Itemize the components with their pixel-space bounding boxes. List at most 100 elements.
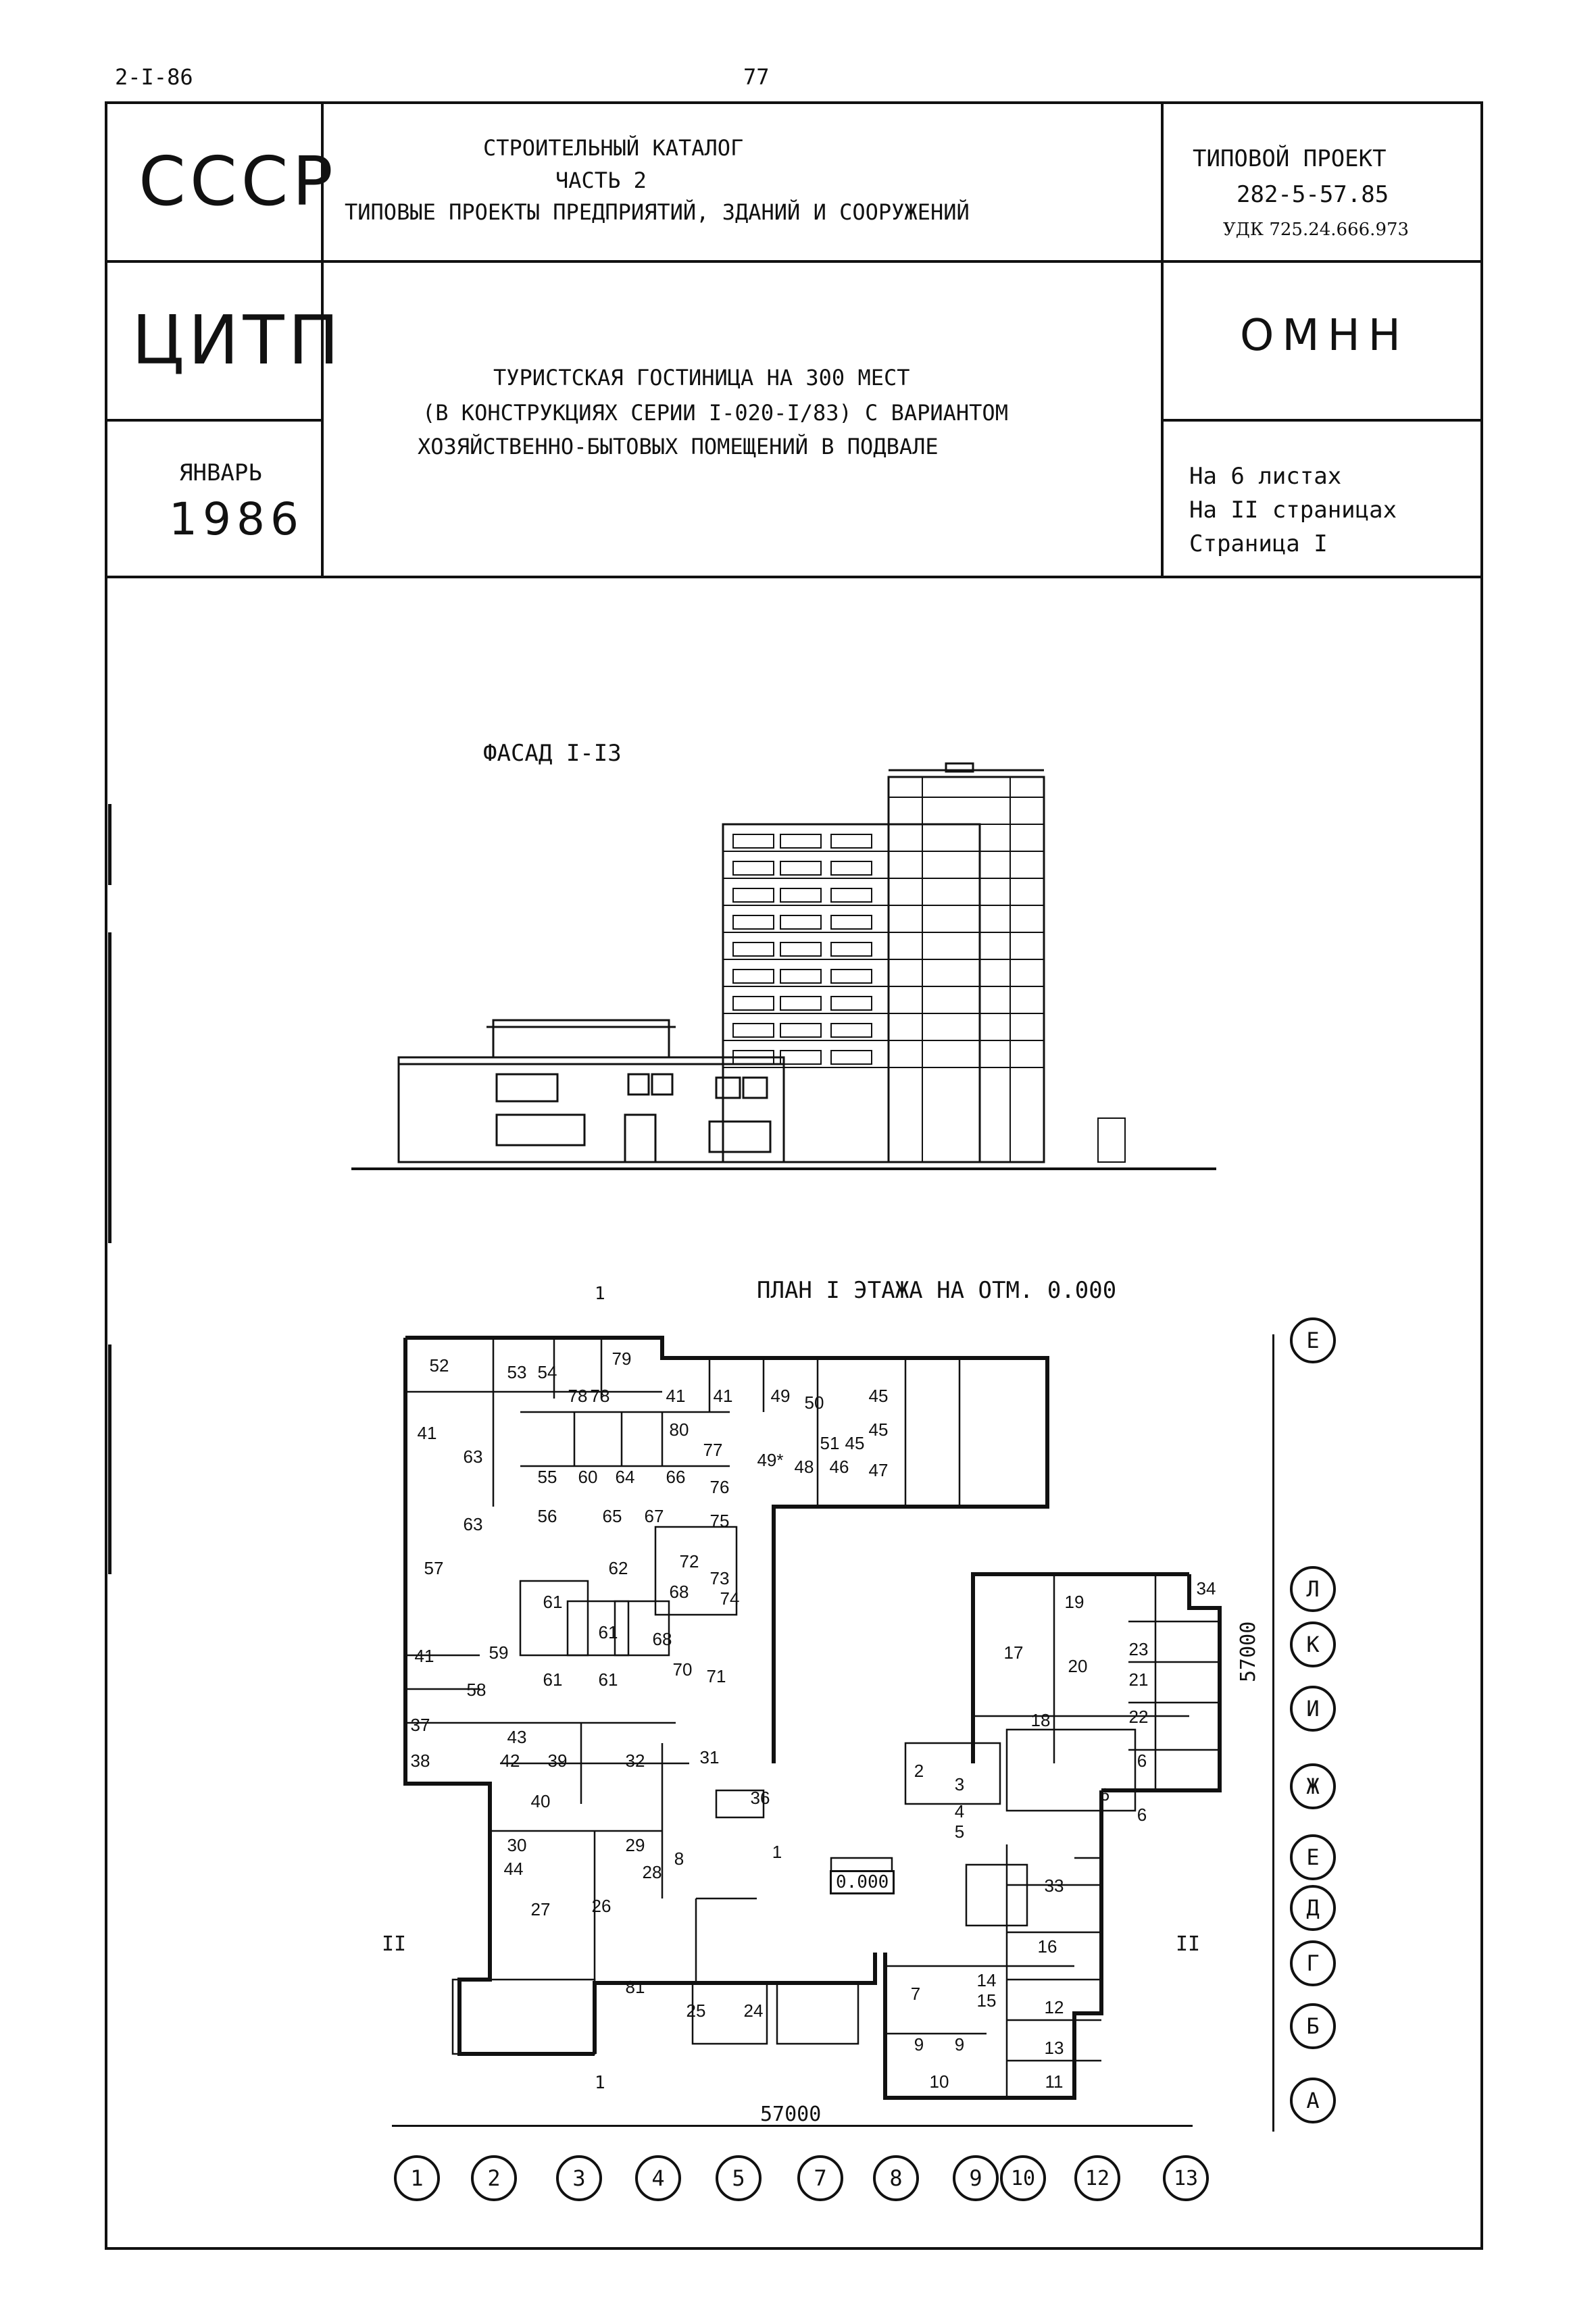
catalog-line1: СТРОИТЕЛЬНЫЙ КАТАЛОГ bbox=[483, 135, 744, 161]
ussr-label: СССР bbox=[139, 142, 337, 221]
room-label: 72 bbox=[680, 1551, 699, 1571]
section-mark-right: II bbox=[1176, 1932, 1201, 1956]
header-divider-h4 bbox=[105, 576, 1483, 578]
axis-x-bubble-3: 3 bbox=[556, 2155, 602, 2201]
plan-title: ПЛАН I ЭТАЖА НА ОТМ. 0.000 bbox=[757, 1277, 1117, 1304]
axis-y-bubble-e-top: Е bbox=[1290, 1317, 1336, 1363]
room-label: 49* bbox=[757, 1450, 783, 1470]
project-number: 282-5-57.85 bbox=[1237, 181, 1389, 208]
room-label: 58 bbox=[467, 1680, 487, 1700]
section-mark-bottom: 1 bbox=[595, 2073, 605, 2093]
room-label: 80 bbox=[670, 1419, 689, 1440]
edge-mark-1 bbox=[108, 804, 111, 885]
room-label: 78 bbox=[591, 1386, 610, 1406]
project-title-line3: ХОЗЯЙСТВЕННО-БЫТОВЫХ ПОМЕЩЕНИЙ В ПОДВАЛЕ bbox=[418, 434, 939, 459]
room-label: 22 bbox=[1129, 1707, 1149, 1727]
room-label: 63 bbox=[464, 1447, 483, 1467]
axis-y-bubble-zh: Ж bbox=[1290, 1763, 1336, 1809]
room-label: 47 bbox=[869, 1460, 889, 1480]
dimension-horizontal: 57000 bbox=[760, 2103, 822, 2126]
room-label: 36 bbox=[751, 1788, 770, 1808]
axis-y-bubble-g: Г bbox=[1290, 1940, 1336, 1986]
axis-x-bubble-10: 10 bbox=[1000, 2155, 1046, 2201]
room-label: 45 bbox=[845, 1433, 865, 1453]
room-label: 48 bbox=[795, 1457, 814, 1477]
room-label: 26 bbox=[592, 1896, 612, 1916]
room-label: 11 bbox=[1045, 2071, 1064, 2092]
room-label: 41 bbox=[415, 1646, 434, 1666]
room-label: 3 bbox=[955, 1774, 964, 1794]
room-label: 9 bbox=[914, 2034, 924, 2055]
room-label: 24 bbox=[744, 2001, 764, 2021]
room-label: 41 bbox=[714, 1386, 733, 1406]
room-label: 79 bbox=[612, 1349, 632, 1369]
room-label: 63 bbox=[464, 1514, 483, 1534]
citp-label: ЦИТП bbox=[132, 301, 343, 380]
dimension-vertical: 57000 bbox=[1237, 1621, 1260, 1682]
room-label: 27 bbox=[531, 1899, 551, 1919]
room-label: 73 bbox=[710, 1568, 730, 1588]
room-label: 76 bbox=[710, 1477, 730, 1497]
facade-title: ФАСАД I-I3 bbox=[483, 740, 622, 767]
axis-y-bubble-l: Л bbox=[1290, 1566, 1336, 1612]
room-label: 4 bbox=[955, 1801, 964, 1821]
pages-count: На II страницах bbox=[1189, 497, 1397, 524]
room-label: 75 bbox=[710, 1511, 730, 1531]
room-label: 37 bbox=[411, 1715, 430, 1735]
dimension-line-vertical bbox=[1272, 1334, 1274, 2132]
room-label: 56 bbox=[538, 1506, 557, 1526]
room-label: 40 bbox=[531, 1791, 551, 1811]
project-label: ТИПОВОЙ ПРОЕКТ bbox=[1193, 145, 1387, 172]
room-label: 41 bbox=[418, 1423, 437, 1443]
room-label: 18 bbox=[1031, 1710, 1051, 1730]
room-label: 45 bbox=[869, 1419, 889, 1440]
room-label: 42 bbox=[501, 1751, 520, 1771]
room-label: 41 bbox=[666, 1386, 686, 1406]
header-divider-h2 bbox=[105, 419, 324, 422]
project-title-line2: (В КОНСТРУКЦИЯХ СЕРИИ I-020-I/83) С ВАРИ… bbox=[422, 400, 1008, 426]
sheets-count: На 6 листах bbox=[1189, 463, 1342, 490]
room-label: 6 bbox=[1100, 1784, 1109, 1805]
room-label: 61 bbox=[599, 1669, 618, 1690]
dimension-line-horizontal bbox=[392, 2125, 1193, 2127]
room-label: 61 bbox=[543, 1592, 563, 1612]
room-label: 25 bbox=[687, 2001, 706, 2021]
room-label: 19 bbox=[1065, 1592, 1084, 1612]
edge-mark-3 bbox=[108, 1344, 111, 1574]
room-label: 53 bbox=[507, 1362, 527, 1382]
room-label: 66 bbox=[666, 1467, 686, 1487]
axis-x-bubble-2: 2 bbox=[471, 2155, 517, 2201]
room-label: 9 bbox=[955, 2034, 964, 2055]
project-title-line1: ТУРИСТСКАЯ ГОСТИНИЦА НА 300 МЕСТ bbox=[493, 365, 910, 391]
axis-y-bubble-e: Е bbox=[1290, 1834, 1336, 1880]
axis-y-bubble-k: К bbox=[1290, 1621, 1336, 1667]
room-label: 54 bbox=[538, 1362, 557, 1382]
catalog-line3: ТИПОВЫЕ ПРОЕКТЫ ПРЕДПРИЯТИЙ, ЗДАНИЙ И СО… bbox=[345, 199, 970, 225]
room-label: 46 bbox=[830, 1457, 849, 1477]
axis-y-bubble-i: И bbox=[1290, 1686, 1336, 1732]
room-label: 5 bbox=[955, 1821, 964, 1842]
room-label: 21 bbox=[1129, 1669, 1149, 1690]
room-label: 16 bbox=[1038, 1936, 1057, 1957]
elevation-mark: 0.000 bbox=[830, 1870, 895, 1894]
room-label: 38 bbox=[411, 1751, 430, 1771]
axis-y-bubble-d: Д bbox=[1290, 1885, 1336, 1931]
room-label: 62 bbox=[609, 1558, 628, 1578]
room-label: 43 bbox=[507, 1727, 527, 1747]
page-indicator: Страница I bbox=[1189, 530, 1328, 557]
room-label: 30 bbox=[507, 1835, 527, 1855]
room-label: 6 bbox=[1137, 1805, 1147, 1825]
room-label: 32 bbox=[626, 1751, 645, 1771]
axis-x-bubble-12: 12 bbox=[1074, 2155, 1120, 2201]
room-label: 77 bbox=[703, 1440, 723, 1460]
room-label: 2 bbox=[914, 1761, 924, 1781]
axis-x-bubble-5: 5 bbox=[716, 2155, 762, 2201]
room-label: 70 bbox=[673, 1659, 693, 1680]
axis-x-bubble-1: 1 bbox=[394, 2155, 440, 2201]
room-label: 33 bbox=[1045, 1876, 1064, 1896]
header-divider-v1 bbox=[321, 101, 324, 578]
room-label: 68 bbox=[653, 1629, 672, 1649]
issue-year: 1986 bbox=[169, 493, 304, 545]
udk-code: УДК 725.24.666.973 bbox=[1223, 220, 1410, 240]
room-label: 65 bbox=[603, 1506, 622, 1526]
